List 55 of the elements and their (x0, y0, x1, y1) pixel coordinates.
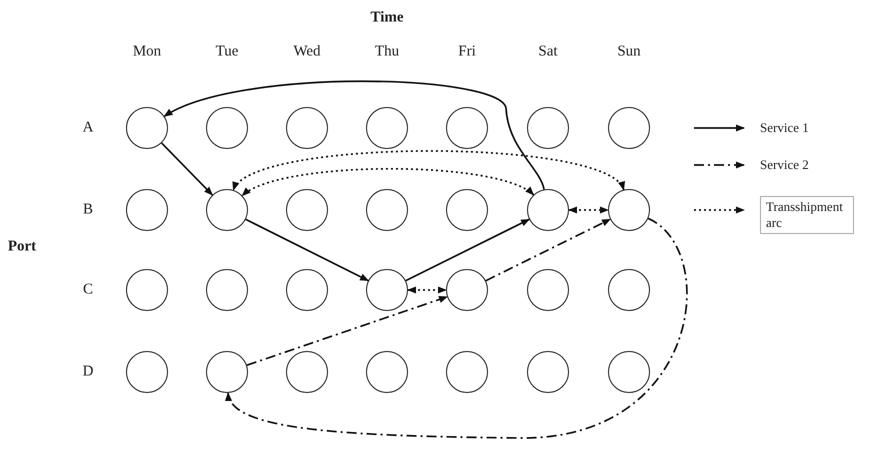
node-circle (286, 351, 328, 393)
node-circle (527, 189, 569, 231)
port-label: A (82, 120, 94, 136)
node-circle (126, 107, 168, 149)
axis-title: Time (370, 10, 404, 26)
double-arrow (407, 286, 447, 294)
day-label: Sat (538, 44, 558, 60)
legend-label: Service 1 (760, 120, 809, 136)
day-label: Tue (216, 44, 238, 60)
port-label: C (83, 282, 93, 298)
day-label: Wed (293, 44, 321, 60)
node-circle (366, 189, 408, 231)
node-circle (366, 107, 408, 149)
node-circle (608, 107, 650, 149)
day-label: Fri (458, 44, 476, 60)
arrow (246, 296, 448, 366)
node-circle (286, 189, 328, 231)
legend-label: Service 2 (760, 157, 809, 173)
port-label: B (83, 202, 93, 218)
node-circle (366, 269, 408, 311)
legend-label: Transshipment arc (760, 196, 854, 234)
node-circle (366, 351, 408, 393)
node-circle (608, 351, 650, 393)
arrow (245, 218, 370, 282)
day-label: Sun (617, 44, 641, 60)
node-circle (206, 351, 248, 393)
node-circle (527, 269, 569, 311)
node-circle (446, 107, 488, 149)
double-arrow (568, 206, 609, 214)
node-circle (126, 351, 168, 393)
node-circle (446, 351, 488, 393)
arrow (405, 218, 530, 282)
arrow (485, 218, 611, 282)
node-circle (286, 107, 328, 149)
double-arrow (242, 168, 534, 196)
double-arrow (232, 150, 624, 191)
day-label: Mon (132, 44, 162, 60)
node-circle (527, 107, 569, 149)
node-circle (527, 351, 569, 393)
arrow (164, 80, 545, 190)
node-circle (446, 269, 488, 311)
arrow (227, 218, 688, 439)
day-label: Thu (374, 44, 400, 60)
node-circle (608, 269, 650, 311)
node-circle (286, 269, 328, 311)
port-label: D (82, 364, 94, 380)
node-circle (206, 269, 248, 311)
axis-title: Port (8, 238, 36, 256)
node-circle (446, 189, 488, 231)
node-circle (206, 189, 248, 231)
arrow (161, 142, 213, 196)
node-circle (608, 189, 650, 231)
node-circle (126, 269, 168, 311)
node-circle (206, 107, 248, 149)
node-circle (126, 189, 168, 231)
